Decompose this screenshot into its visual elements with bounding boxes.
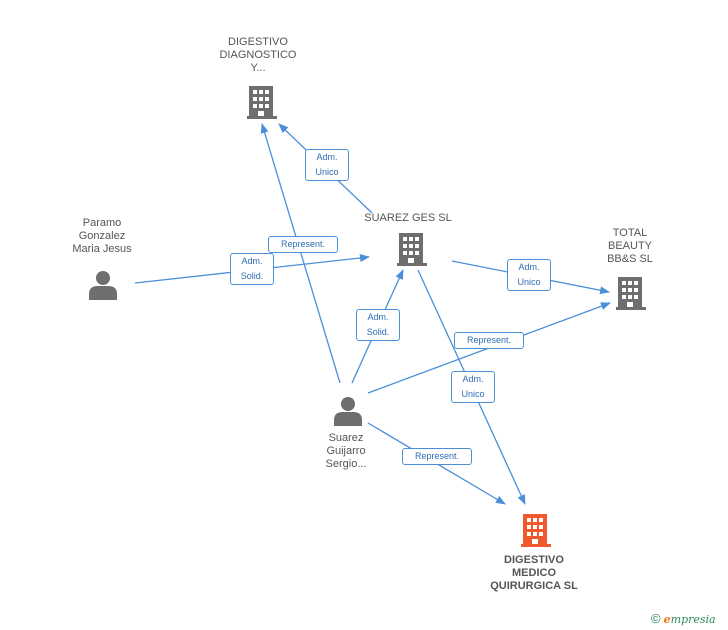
label-line: DIGESTIVO [228, 36, 288, 48]
label-line: SUAREZ GES SL [364, 212, 452, 224]
edge-label-line: Adm. [462, 374, 484, 384]
label-line: Guijarro [326, 445, 366, 457]
edge-label-line: Represent. [414, 451, 460, 461]
label-line: Gonzalez [78, 230, 126, 242]
brand-initial: e [663, 613, 671, 626]
label-line: DIAGNOSTICO [219, 49, 297, 61]
edge-suarez-guijarro-to-digestivo-diagnostico[interactable] [260, 123, 341, 384]
digestivo-medico-building-icon[interactable] [521, 514, 551, 547]
edge-label-adm-unico[interactable]: Adm. Unico [507, 259, 551, 291]
node-label-suarez-ges: SUAREZ GES SL [358, 212, 458, 225]
edge-label-line: Adm. [518, 262, 540, 272]
node-label-digestivo-medico: DIGESTIVO MEDICO QUIRURGICA SL [474, 554, 594, 593]
edge-label-adm-solid[interactable]: Adm. Solid. [230, 253, 274, 285]
edge-label-line: Adm. [367, 312, 389, 322]
label-line: MEDICO [512, 567, 556, 579]
node-label-suarez-guijarro: Suarez Guijarro Sergio... [296, 432, 396, 471]
edge-label-line: Represent. [280, 239, 326, 249]
suarez-ges-building-icon[interactable] [397, 233, 427, 266]
suarez-guijarro-person-icon[interactable] [334, 397, 362, 426]
node-label-paramo: Paramo Gonzalez Maria Jesus [52, 217, 152, 256]
node-label-total-beauty: TOTAL BEAUTY BB&S SL [580, 227, 680, 266]
total-beauty-building-icon[interactable] [616, 277, 646, 310]
label-line: Sergio... [325, 458, 367, 470]
edge-label-adm-unico[interactable]: Adm. Unico [451, 371, 495, 403]
edge-label-line: Represent. [466, 335, 512, 345]
edge-label-line: Solid. [240, 271, 264, 281]
edge-label-represent[interactable]: Represent. [454, 332, 524, 349]
brand-footer[interactable]: © empresia [651, 611, 716, 626]
label-line: TOTAL [612, 227, 648, 239]
label-line: QUIRURGICA SL [490, 580, 578, 592]
edge-label-adm-solid[interactable]: Adm. Solid. [356, 309, 400, 341]
edge-label-represent[interactable]: Represent. [402, 448, 472, 465]
paramo-person-icon[interactable] [89, 271, 117, 300]
edge-label-line: Unico [461, 389, 485, 399]
label-line: Paramo [82, 217, 122, 229]
edge-label-line: Solid. [366, 327, 390, 337]
edge-label-line: Unico [517, 277, 541, 287]
label-line: BB&S SL [607, 253, 653, 265]
edge-label-adm-unico[interactable]: Adm. Unico [305, 149, 349, 181]
edge-label-line: Adm. [241, 256, 263, 266]
copyright-symbol: © [651, 611, 661, 626]
edge-label-represent[interactable]: Represent. [268, 236, 338, 253]
edge-label-line: Unico [315, 167, 339, 177]
node-label-digestivo-diagnostico: DIGESTIVO DIAGNOSTICO Y... [208, 36, 308, 75]
label-line: BEAUTY [607, 240, 652, 252]
label-line: Suarez [328, 432, 364, 444]
label-line: Y... [250, 62, 266, 74]
label-line: DIGESTIVO [504, 554, 564, 566]
digestivo-diagnostico-building-icon[interactable] [247, 86, 277, 119]
label-line: Maria Jesus [72, 243, 132, 255]
edge-label-line: Adm. [316, 152, 338, 162]
brand-name: mpresia [670, 613, 716, 626]
